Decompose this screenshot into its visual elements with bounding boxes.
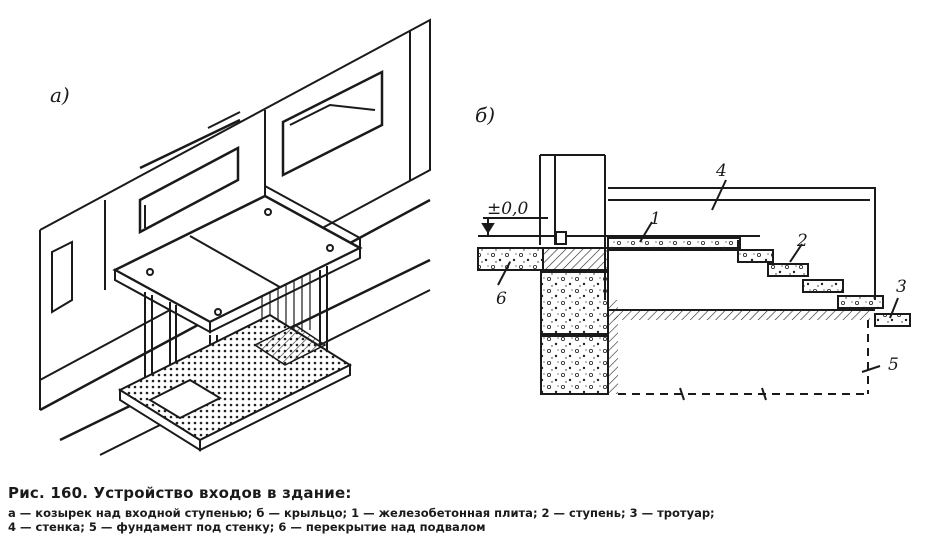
caption-legend-line-2: 4 — стенка; 5 — фундамент под стенку; 6 … (8, 520, 486, 534)
callout-2: 2 (796, 231, 808, 251)
figure-caption: Рис. 160. Устройство входов в здание: а … (8, 484, 943, 534)
window-upper-left (138, 145, 240, 235)
rc-slab (607, 237, 741, 251)
caption-legend-line-1: а — козырек над входной ступенью; б — кр… (8, 506, 715, 520)
doormat (253, 324, 327, 366)
sidewalk (874, 313, 911, 327)
panel-a-label: а) (50, 83, 70, 107)
entrance-diagram: а) б) ±0,0 1 2 3 4 5 6 (39, 18, 911, 456)
foundation-block-upper (540, 271, 609, 335)
level-mark-label: ±0,0 (487, 199, 528, 219)
foundation-block-lower (540, 335, 609, 395)
window-left (51, 240, 73, 314)
caption-title: Рис. 160. Устройство входов в здание: (8, 484, 352, 502)
steps (737, 249, 884, 309)
callout-1: 1 (650, 209, 661, 229)
callout-6: 6 (496, 289, 507, 309)
panel-a-canopy (39, 18, 431, 456)
facade-outline (39, 18, 431, 381)
side-wall (608, 187, 876, 300)
callout-5: 5 (888, 355, 899, 375)
callout-4: 4 (715, 161, 727, 181)
panel-b-section (477, 154, 911, 401)
basement-slab (477, 247, 544, 271)
callout-3: 3 (896, 277, 907, 297)
window-right (281, 69, 384, 178)
panel-b-label: б) (475, 103, 495, 127)
